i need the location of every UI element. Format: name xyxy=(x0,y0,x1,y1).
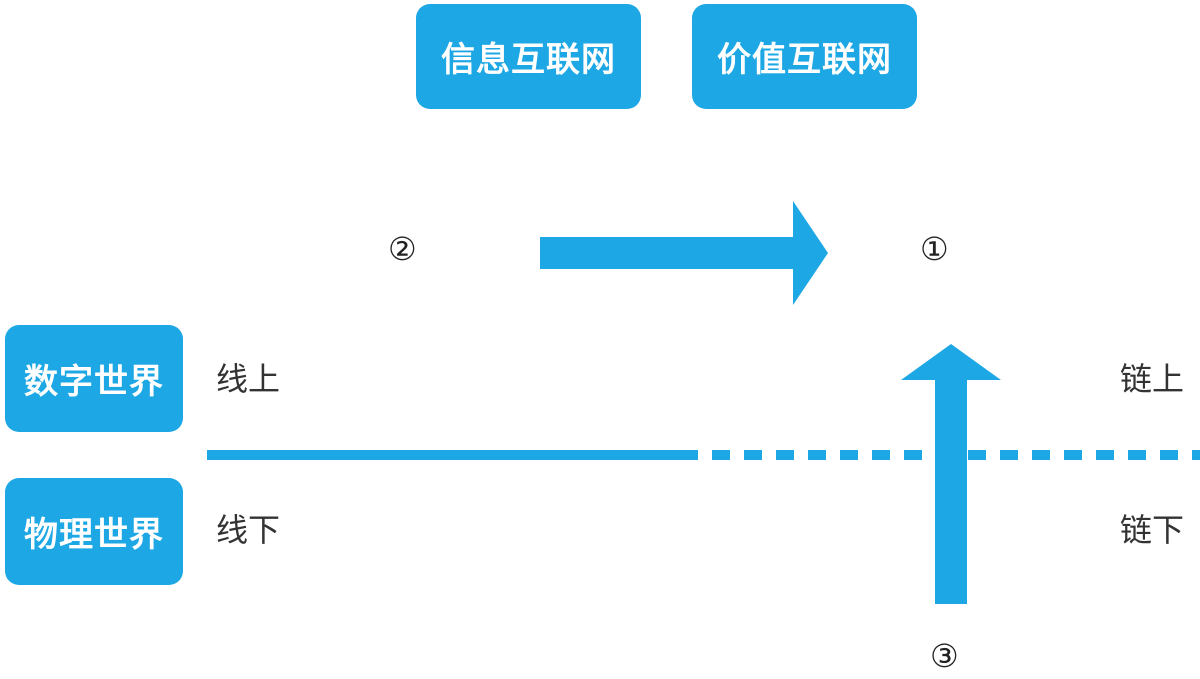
offline-label: 线下 xyxy=(216,511,281,549)
up-arrow-icon xyxy=(901,344,1001,604)
digital-world-label: 数字世界 xyxy=(24,362,164,402)
value-internet-box: 价值互联网 xyxy=(692,4,917,109)
on-chain-label: 链上 xyxy=(1120,360,1185,398)
marker-two: ② xyxy=(388,230,417,268)
info-internet-box: 信息互联网 xyxy=(416,4,641,109)
value-internet-label: 价值互联网 xyxy=(717,40,892,80)
info-internet-label: 信息互联网 xyxy=(441,40,616,80)
online-label: 线上 xyxy=(216,360,281,398)
off-chain-label: 链下 xyxy=(1120,511,1185,549)
digital-world-box: 数字世界 xyxy=(5,325,183,432)
right-arrow-icon xyxy=(540,201,828,305)
marker-one: ① xyxy=(920,230,949,268)
marker-three: ③ xyxy=(930,637,959,675)
physical-world-label: 物理世界 xyxy=(24,515,164,555)
physical-world-box: 物理世界 xyxy=(5,478,183,585)
